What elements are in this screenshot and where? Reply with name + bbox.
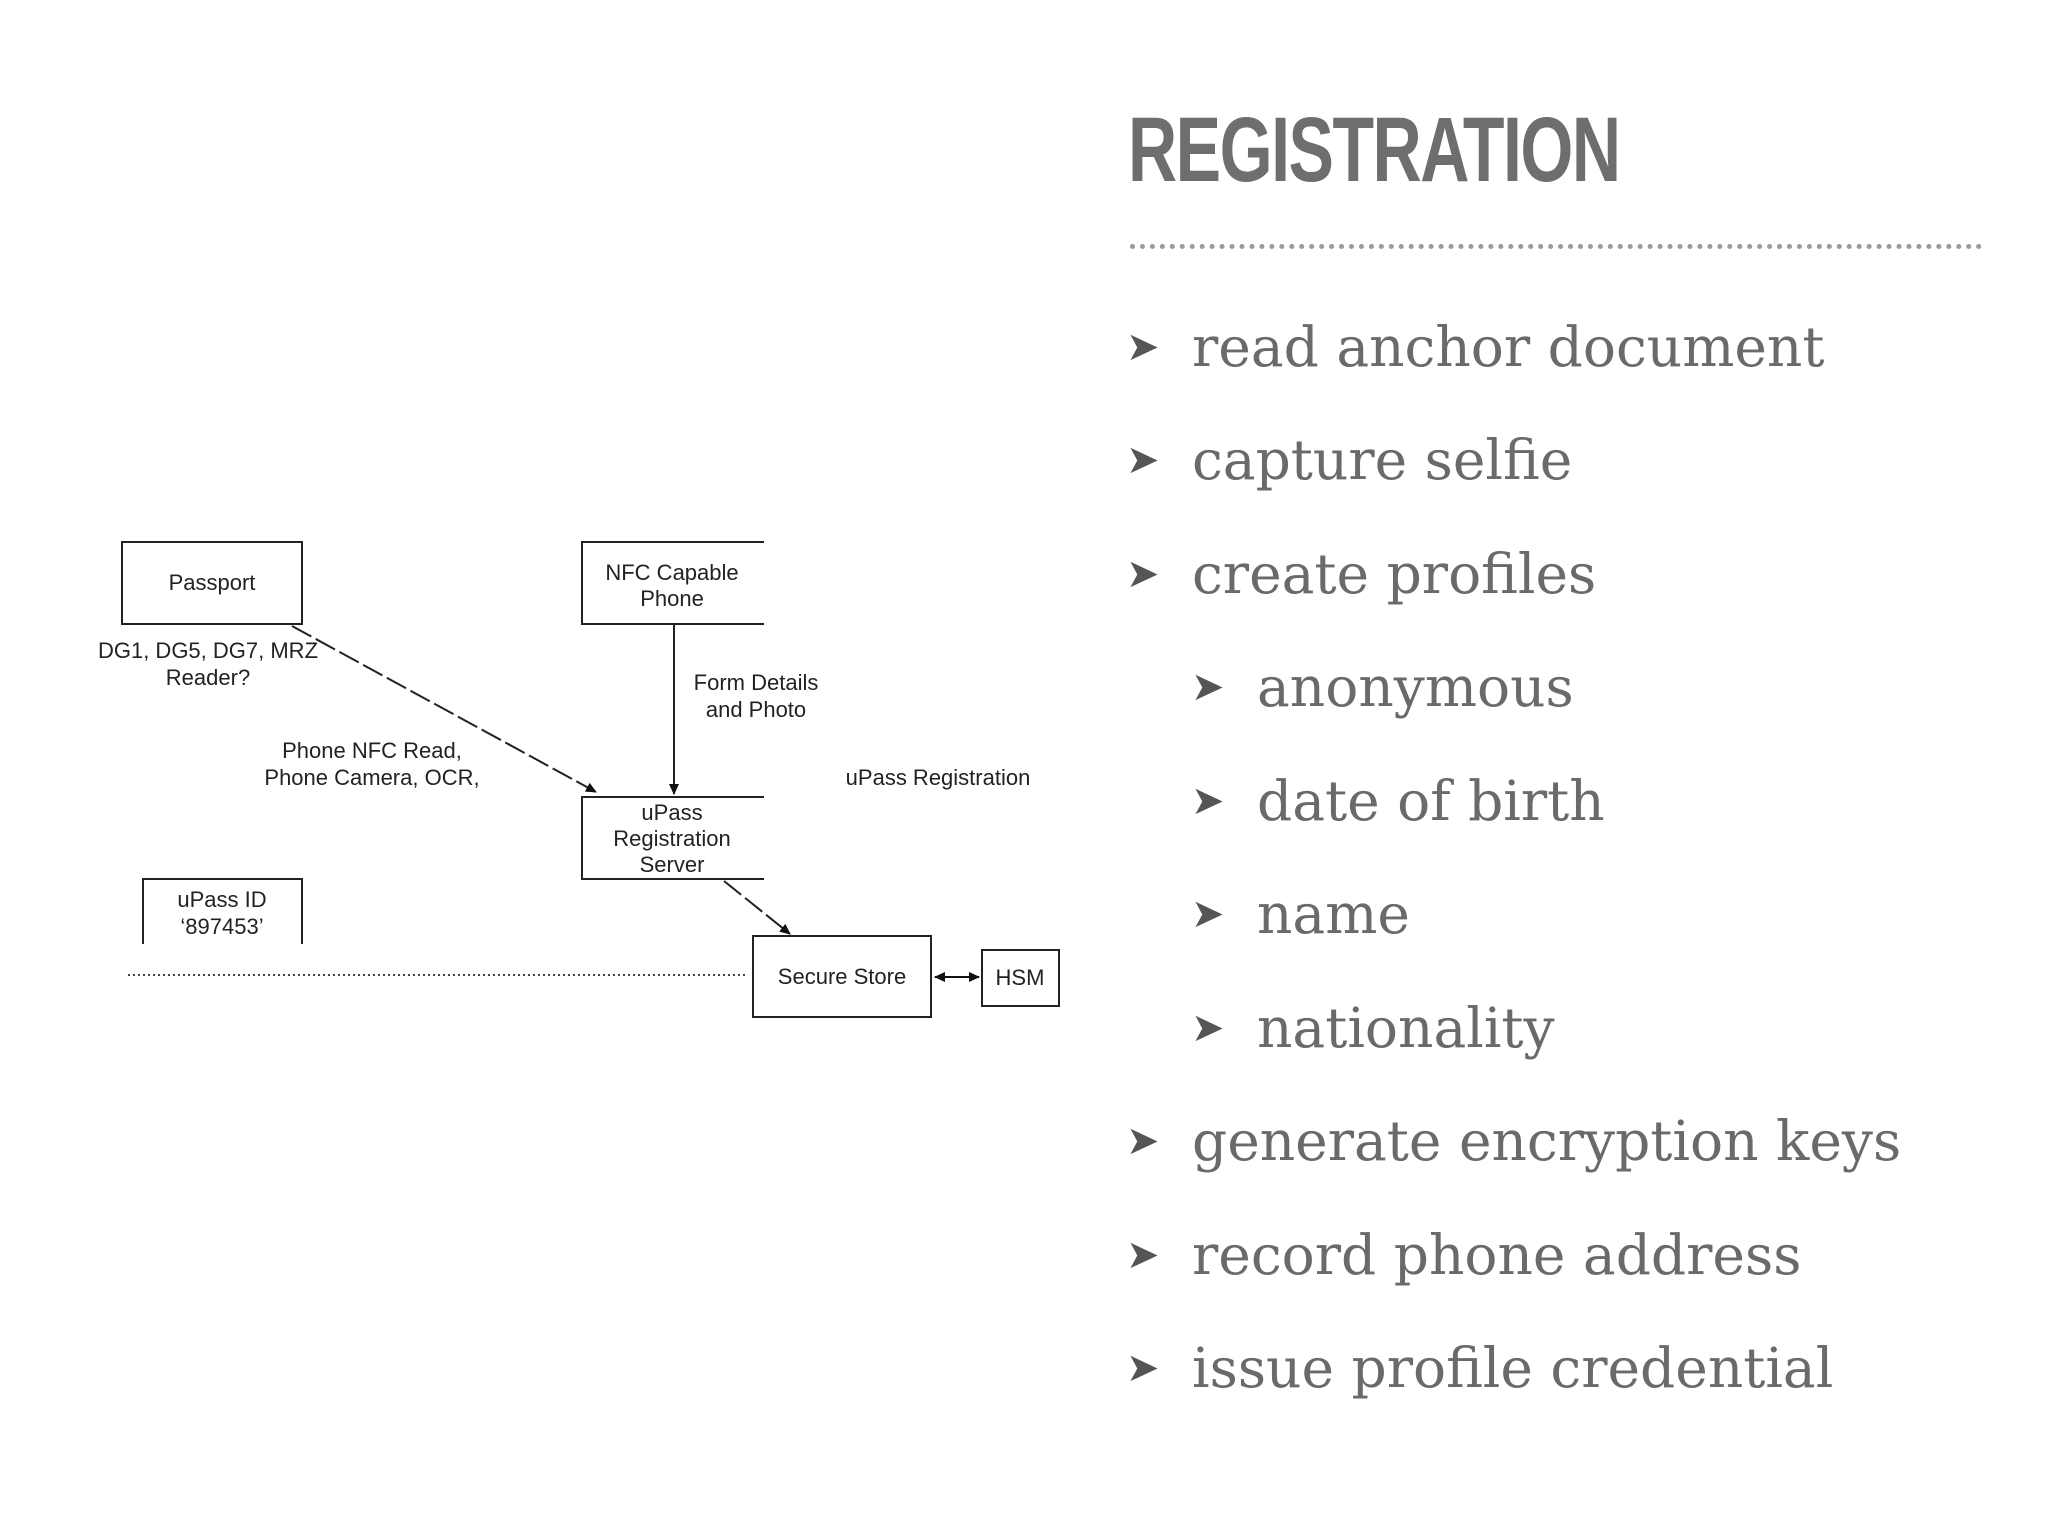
- server-label-line-2: Registration: [613, 826, 730, 851]
- arrowhead-bullet-icon: ➤: [1191, 1004, 1225, 1051]
- phone-read-line-2: Phone Camera, OCR,: [264, 765, 479, 790]
- bullet-text: create profiles: [1192, 541, 1597, 606]
- list-item: ➤ anonymous: [1126, 631, 1901, 745]
- bullet-text: anonymous: [1257, 655, 1574, 720]
- upass-id-line-2: ‘897453’: [180, 914, 263, 939]
- upass-id-box: [142, 878, 303, 944]
- hsm-label: HSM: [996, 965, 1045, 990]
- arrowhead-bullet-icon: ➤: [1126, 1118, 1160, 1165]
- nfc-phone-label-line-1: NFC Capable: [605, 560, 738, 585]
- title-divider: [1130, 244, 1982, 249]
- bullet-text: issue profile credential: [1192, 1336, 1834, 1401]
- arrowhead-bullet-icon: ➤: [1126, 550, 1160, 597]
- secure-store-box: [752, 935, 932, 1018]
- passport-box: [121, 541, 303, 625]
- arrowhead-bullet-icon: ➤: [1191, 664, 1225, 711]
- bullet-text: date of birth: [1257, 768, 1605, 833]
- arrow-server-to-store: [723, 880, 791, 935]
- bullet-list: ➤ read anchor document ➤ capture selfie …: [1126, 290, 1901, 1425]
- registration-server-box: [581, 796, 764, 880]
- nfc-phone-label-line-2: Phone: [640, 586, 704, 611]
- list-item: ➤ name: [1126, 858, 1901, 972]
- passport-note-line-1: DG1, DG5, DG7, MRZ: [98, 638, 318, 663]
- list-item: ➤ capture selfie: [1126, 404, 1901, 518]
- arrowhead-bullet-icon: ➤: [1126, 323, 1160, 370]
- list-item: ➤ generate encryption keys: [1126, 1085, 1901, 1199]
- list-item: ➤ date of birth: [1126, 744, 1901, 858]
- registration-diagram: Passport DG1, DG5, DG7, MRZ Reader? NFC …: [98, 541, 1060, 1018]
- arrowhead-bullet-icon: ➤: [1191, 891, 1225, 938]
- form-details-line-2: and Photo: [706, 697, 806, 722]
- phone-read-line-1: Phone NFC Read,: [282, 738, 462, 763]
- bullet-text: capture selfie: [1192, 428, 1573, 493]
- bullet-text: generate encryption keys: [1192, 1109, 1902, 1174]
- bullet-text: record phone address: [1192, 1222, 1802, 1287]
- list-item: ➤ read anchor document: [1126, 290, 1901, 404]
- passport-note-line-2: Reader?: [166, 665, 250, 690]
- bullet-text: read anchor document: [1192, 314, 1825, 379]
- server-label-line-1: uPass: [641, 800, 702, 825]
- list-item: ➤ create profiles: [1126, 517, 1901, 631]
- arrowhead-bullet-icon: ➤: [1126, 437, 1160, 484]
- arrowhead-bullet-icon: ➤: [1191, 777, 1225, 824]
- upass-id-line-1: uPass ID: [177, 887, 266, 912]
- slide-title: REGISTRATION: [1128, 99, 1621, 201]
- hsm-box: [981, 949, 1060, 1007]
- arrowhead-bullet-icon: ➤: [1126, 1345, 1160, 1392]
- list-item: ➤ nationality: [1126, 971, 1901, 1085]
- bullet-text: name: [1257, 882, 1410, 947]
- arrowhead-bullet-icon: ➤: [1126, 1231, 1160, 1278]
- upass-registration-label: uPass Registration: [846, 765, 1031, 790]
- arrow-passport-to-server: [291, 625, 597, 793]
- form-details-line-1: Form Details: [694, 670, 819, 695]
- passport-label: Passport: [169, 570, 256, 595]
- list-item: ➤ issue profile credential: [1126, 1312, 1901, 1426]
- server-label-line-3: Server: [640, 852, 705, 877]
- secure-store-label: Secure Store: [778, 964, 906, 989]
- bullet-text: nationality: [1257, 995, 1555, 1060]
- list-item: ➤ record phone address: [1126, 1198, 1901, 1312]
